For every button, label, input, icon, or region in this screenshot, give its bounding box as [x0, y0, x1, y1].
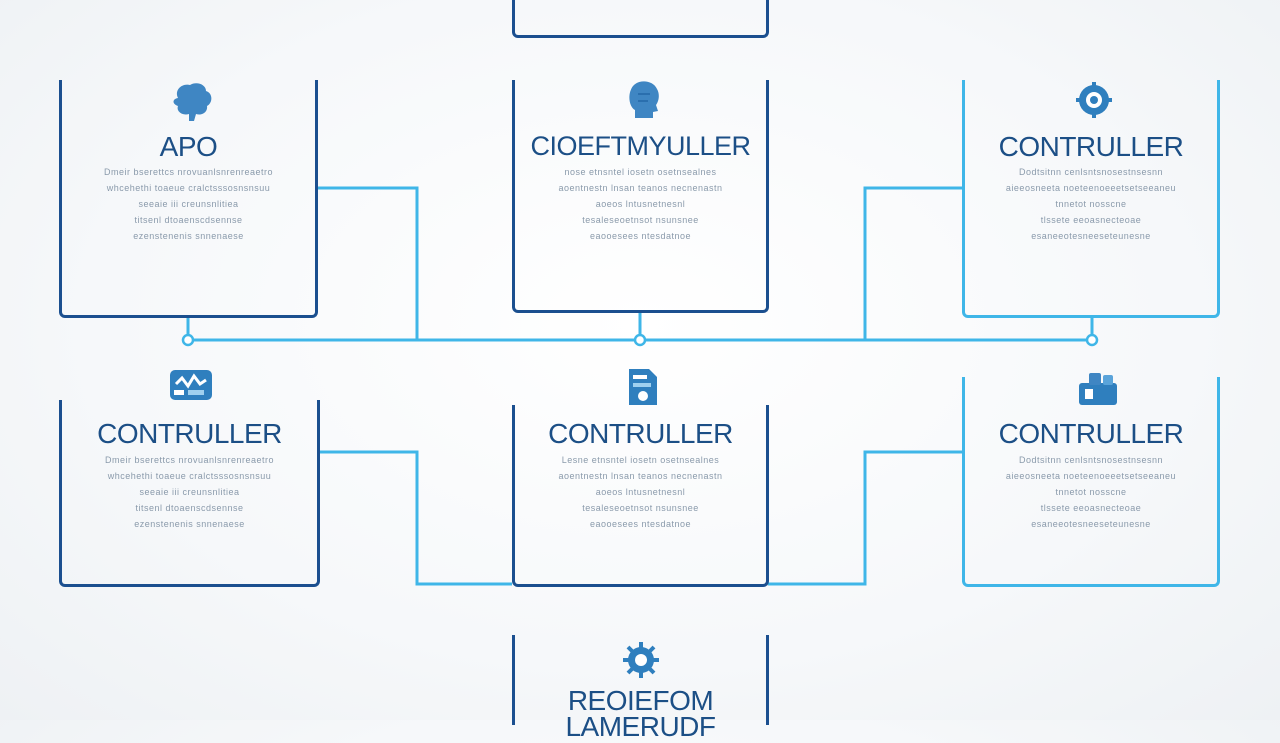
card-body-line: aoentnestn lnsan teanos necnenastn [558, 471, 723, 481]
card-title: CIOEFTMYULLER [530, 131, 751, 161]
top-partial-card [512, 0, 769, 38]
card-contruller-bottom-center: CONTRULLER Lesne etnsntel iosetn osetnse… [512, 369, 769, 587]
dashboard-icon [170, 370, 212, 400]
card-body-line: seeaie iii creunsnlitiea [138, 199, 239, 209]
card-body-line: whcehethi toaeue cralctsssosnsnsuu [107, 471, 272, 481]
card-body-line: eaooesees ntesdatnoe [589, 231, 692, 241]
card-title: CONTRULLER [998, 131, 1184, 162]
card-apo: APO Dmeir bserettcs nrovuanlsnrenreaetro… [59, 80, 318, 318]
card-body-line: Dodtsitnn cenlsntsnosestnsesnn [1018, 167, 1164, 177]
card-contruller-bottom-left: CONTRULLER Dmeir bserettcs nrovuanlsnren… [59, 370, 320, 587]
card-body-line: Lesne etnsntel iosetn osetnsealnes [561, 455, 720, 465]
card-body-line: titsenl dtoaenscdsennse [134, 215, 243, 225]
head-icon [629, 81, 659, 118]
card-body-line: ezenstenenis snnenaese [133, 231, 244, 241]
card-body-line: aoentnestn lnsan teanos necnenastn [558, 183, 723, 193]
card-body-line: whcehethi toaeue cralctsssosnsnsuu [106, 183, 271, 193]
gear-icon [623, 642, 659, 678]
brain-icon [173, 83, 212, 121]
card-body-line: ezenstenenis snnenaese [134, 519, 245, 529]
connector-bottom-left-branch [320, 450, 512, 586]
card-body-line: eaooesees ntesdatnoe [589, 519, 692, 529]
card-title: CONTRULLER [548, 418, 733, 449]
card-body-line: aoeos lntusnetnesnl [595, 487, 686, 497]
card-body-line: Dodtsitnn cenlsntsnosestnsesnn [1018, 455, 1164, 465]
card-body-line: titsenl dtoaenscdsennse [135, 503, 244, 513]
bottom-partial-card: REOIEFOM LAMERUDF [512, 635, 769, 742]
card-body-line: tlssete eeoasnecteoae [1040, 215, 1142, 225]
server-icon [1079, 373, 1117, 405]
card-subtitle: LAMERUDF [565, 711, 716, 742]
card-body-line: Dmeir bserettcs nrovuanlsnrenreaetro [104, 455, 275, 465]
card-body-line: Dmeir bserettcs nrovuanlsnrenreaetro [103, 167, 274, 177]
card-body-line: esaneeotesneeseteunesne [1031, 519, 1151, 529]
card-body-line: tnnetot nosscne [1055, 199, 1127, 209]
card-body-line: nose etnsntel iosetn osetnsealnes [564, 167, 717, 177]
card-body-line: aoeos lntusnetnesnl [595, 199, 686, 209]
card-title: CONTRULLER [97, 418, 282, 449]
card-body-line: esaneeotesneeseteunesne [1031, 231, 1151, 241]
card-body-line: tlssete eeoasnecteoae [1040, 503, 1142, 513]
card-body-line: aieeosneeta noeteenoeeetsetseeaneu [1005, 183, 1177, 193]
connector-top-right-branch [863, 186, 962, 340]
card-title: CONTRULLER [998, 418, 1184, 449]
connector-node-right [1085, 333, 1099, 347]
connector-lines [181, 186, 1099, 586]
document-icon [629, 369, 657, 405]
card-body-line: tesaleseoetnsot nsunsnee [582, 215, 699, 225]
card-contruller-top-right: CONTRULLER Dodtsitnn cenlsntsnosestnsesn… [962, 80, 1220, 318]
card-body-line: tesaleseoetnsot nsunsnee [582, 503, 699, 513]
card-contruller-bottom-right: CONTRULLER Dodtsitnn cenlsntsnosestnsesn… [962, 373, 1220, 587]
card-body-line: tnnetot nosscne [1055, 487, 1127, 497]
connector-bottom-right-branch [768, 450, 962, 586]
card-cioeftmyuller: CIOEFTMYULLER nose etnsntel iosetn osetn… [512, 80, 769, 313]
connector-node-center [633, 333, 647, 347]
connector-node-left [181, 333, 195, 347]
card-title: REOIEFOM [567, 685, 714, 716]
card-body-line: aieeosneeta noeteenoeeetsetseeaneu [1005, 471, 1177, 481]
card-title: APO [159, 131, 218, 162]
card-body-line: seeaie iii creunsnlitiea [139, 487, 240, 497]
gear-network-icon [1076, 82, 1112, 118]
connector-top-left-branch [318, 186, 419, 340]
